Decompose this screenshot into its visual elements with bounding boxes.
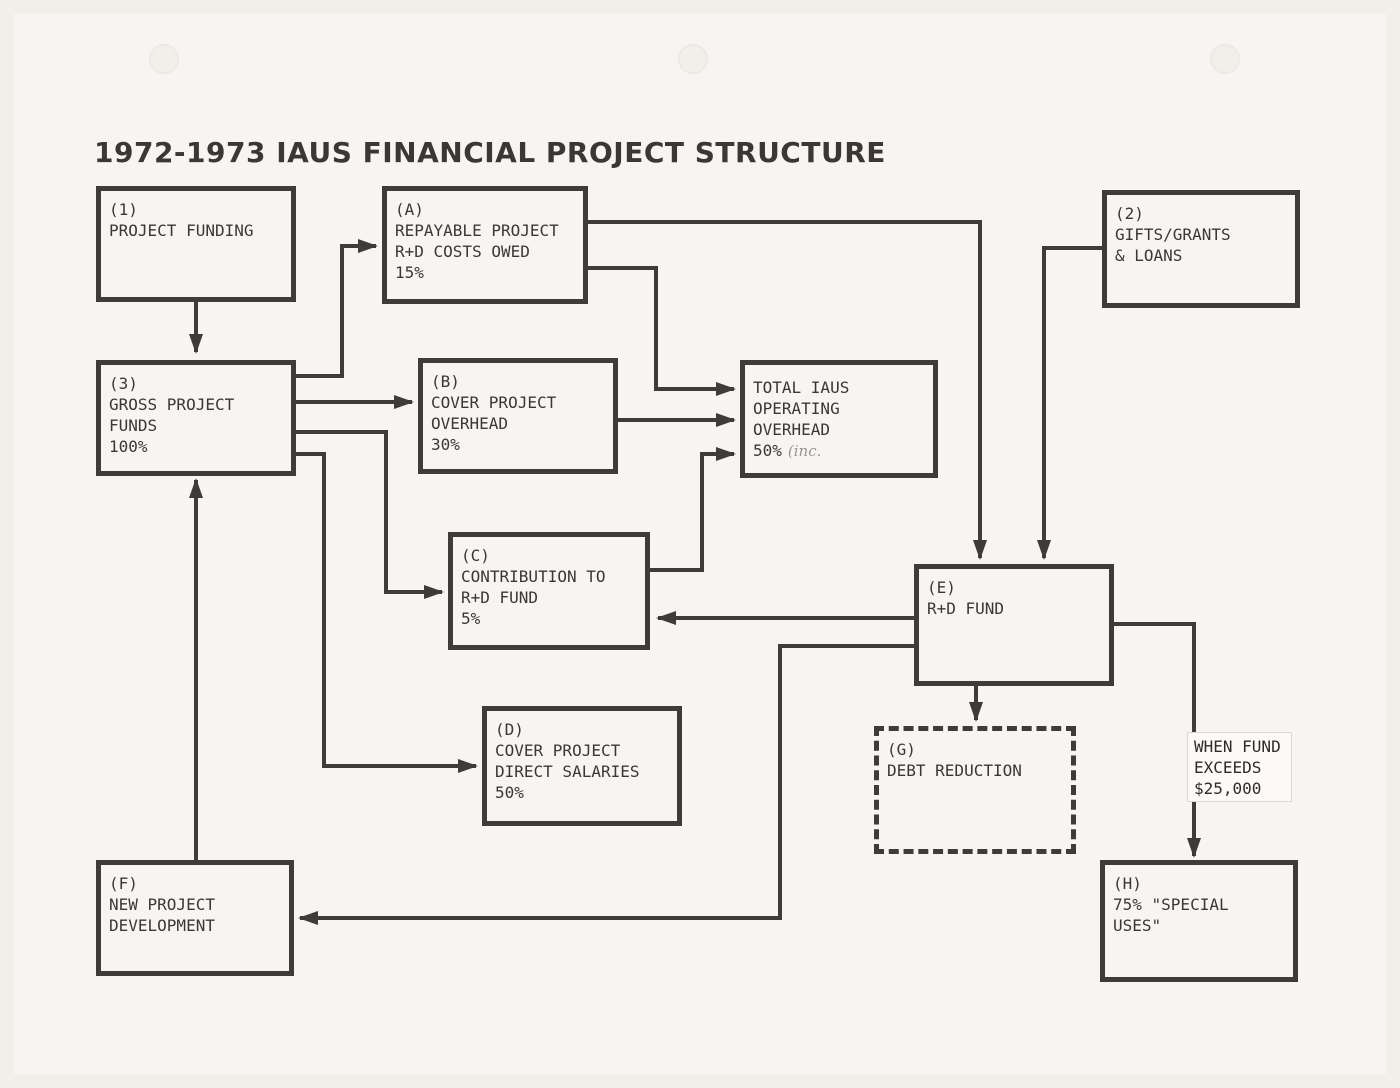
box-label: 75% "SPECIAL xyxy=(1113,895,1229,914)
box-label: 50% xyxy=(753,441,782,460)
box-label: & LOANS xyxy=(1115,246,1183,265)
box-total-iaus-operating-overhead: TOTAL IAUS OPERATING OVERHEAD 50% (inc. xyxy=(740,360,938,478)
box-label: (1) xyxy=(109,200,138,219)
box-label: DEVELOPMENT xyxy=(109,916,215,935)
box-label: DIRECT SALARIES xyxy=(495,762,640,781)
box-label: COVER PROJECT xyxy=(495,741,621,760)
box-label: OVERHEAD xyxy=(431,414,509,433)
note-label: EXCEEDS xyxy=(1194,758,1262,777)
box-label: (B) xyxy=(431,372,460,391)
box-cover-project-overhead: (B) COVER PROJECT OVERHEAD 30% xyxy=(418,358,618,474)
box-label: OPERATING xyxy=(753,399,840,418)
box-label: 5% xyxy=(461,609,481,628)
box-cover-project-direct-salaries: (D) COVER PROJECT DIRECT SALARIES 50% xyxy=(482,706,682,826)
box-label: (H) xyxy=(1113,874,1142,893)
box-label: 100% xyxy=(109,437,148,456)
handwritten-note: (inc. xyxy=(787,442,822,460)
note-label: $25,000 xyxy=(1194,779,1262,798)
box-label: (G) xyxy=(887,740,916,759)
box-repayable-project-costs: (A) REPAYABLE PROJECT R+D COSTS OWED 15% xyxy=(382,186,588,304)
box-label-with-note: 50% (inc. xyxy=(753,440,925,462)
arrow-C-to-total xyxy=(650,447,736,572)
box-label: REPAYABLE PROJECT xyxy=(395,221,559,240)
box-label: 15% xyxy=(395,263,424,282)
box-label: COVER PROJECT xyxy=(431,393,557,412)
note-label: WHEN FUND xyxy=(1194,737,1281,756)
box-label: 30% xyxy=(431,435,460,454)
box-label: GIFTS/GRANTS xyxy=(1115,225,1231,244)
box-label: (C) xyxy=(461,546,490,565)
box-label: NEW PROJECT xyxy=(109,895,215,914)
box-label: R+D FUND xyxy=(461,588,539,607)
box-gross-project-funds: (3) GROSS PROJECT FUNDS 100% xyxy=(96,360,296,476)
arrow-3-to-D xyxy=(294,452,478,773)
box-label: (3) xyxy=(109,374,138,393)
box-label: (D) xyxy=(495,720,524,739)
box-project-funding: (1) PROJECT FUNDING xyxy=(96,186,296,302)
box-label: USES" xyxy=(1113,916,1162,935)
arrow-E-to-H xyxy=(1112,622,1201,858)
box-label: PROJECT FUNDING xyxy=(109,221,254,240)
box-special-uses: (H) 75% "SPECIAL USES" xyxy=(1100,860,1298,982)
box-rd-fund: (E) R+D FUND xyxy=(914,564,1114,686)
box-label: TOTAL IAUS xyxy=(753,378,850,397)
arrow-A-to-total xyxy=(586,266,736,396)
box-label: FUNDS xyxy=(109,416,158,435)
box-label: GROSS PROJECT xyxy=(109,395,235,414)
fund-threshold-note: WHEN FUND EXCEEDS $25,000 xyxy=(1187,732,1292,802)
box-label: CONTRIBUTION TO xyxy=(461,567,606,586)
box-label: DEBT REDUCTION xyxy=(887,761,1022,780)
box-label: OVERHEAD xyxy=(753,420,831,439)
box-new-project-development: (F) NEW PROJECT DEVELOPMENT xyxy=(96,860,294,976)
arrow-A-to-E xyxy=(586,220,987,560)
box-label: (A) xyxy=(395,200,424,219)
punch-hole xyxy=(1210,44,1240,74)
box-label: (E) xyxy=(927,578,956,597)
arrow-2-to-E xyxy=(1037,246,1104,560)
box-label: R+D FUND xyxy=(927,599,1005,618)
box-label: (2) xyxy=(1115,204,1144,223)
diagram-title: 1972-1973 IAUS FINANCIAL PROJECT STRUCTU… xyxy=(94,136,886,169)
box-debt-reduction: (G) DEBT REDUCTION xyxy=(874,726,1076,854)
arrow-3-to-C xyxy=(294,430,444,599)
box-contribution-to-rd-fund: (C) CONTRIBUTION TO R+D FUND 5% xyxy=(448,532,650,650)
box-label: R+D COSTS OWED xyxy=(395,242,530,261)
box-label: (F) xyxy=(109,874,138,893)
box-label: 50% xyxy=(495,783,524,802)
box-gifts-grants-loans: (2) GIFTS/GRANTS & LOANS xyxy=(1102,190,1300,308)
punch-hole xyxy=(149,44,179,74)
arrow-E-to-F xyxy=(298,644,914,925)
arrow-3-to-A xyxy=(294,239,378,378)
punch-hole xyxy=(678,44,708,74)
